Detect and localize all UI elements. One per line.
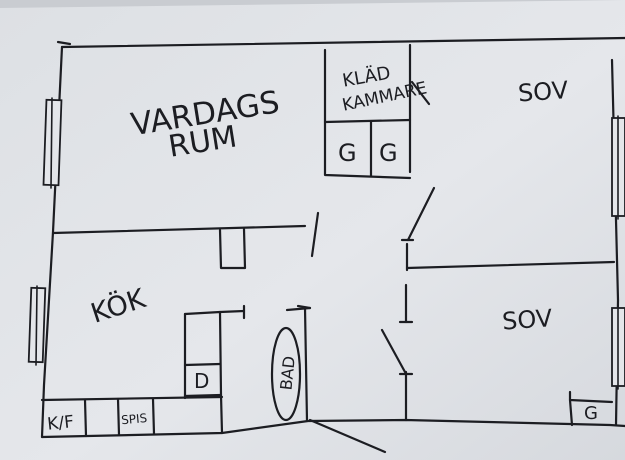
bathtub: [270, 326, 302, 422]
stove-label: SPIS: [121, 411, 148, 427]
kitchen-counter-right: [183, 304, 246, 435]
room-label-bedroom-top: SOV: [517, 76, 570, 107]
dishwasher-label: D: [194, 369, 209, 393]
fridge-freezer-label: K/F: [46, 412, 75, 435]
window-kitchen: [27, 285, 47, 366]
bedroom-cabinet-label: G: [584, 403, 598, 424]
room-label-bathroom: BAD: [276, 355, 298, 391]
closet-cabinet-right-label: G: [379, 139, 398, 167]
interior-walls: [51, 43, 616, 423]
window-bedroom-top: [611, 115, 625, 220]
room-label-bedroom-bottom: SOV: [501, 304, 554, 335]
window-living-room: [42, 97, 63, 189]
door-swings: [308, 80, 436, 454]
closet-cabinet-left-label: G: [338, 139, 357, 167]
bedroom-cabinet-outline: [568, 390, 614, 427]
window-bedroom-bottom: [611, 305, 625, 390]
kitchen-counter-bottom: [40, 395, 224, 438]
